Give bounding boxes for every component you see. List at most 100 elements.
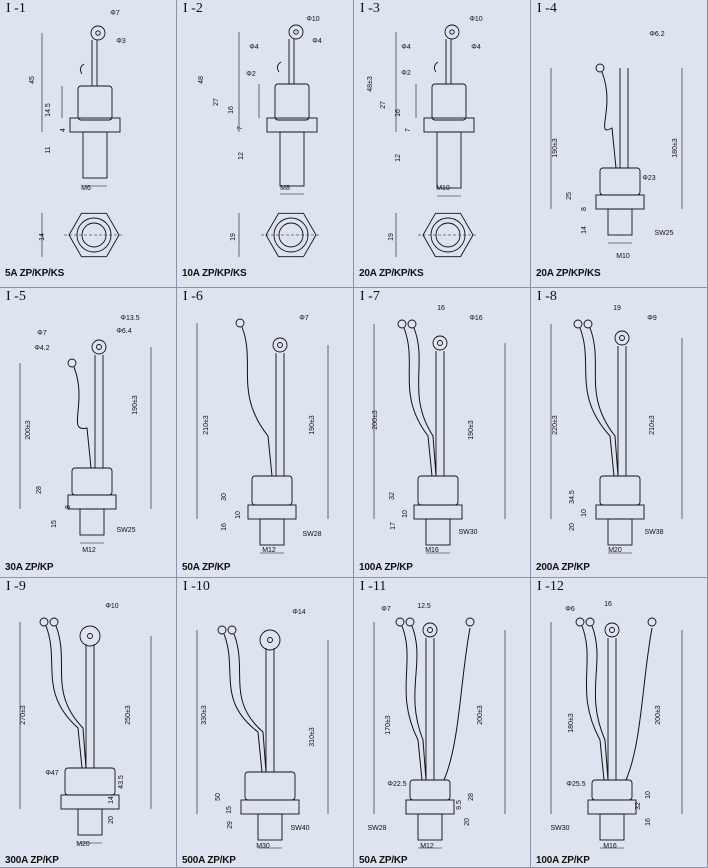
figure-caption: 100A ZP/KP [536, 855, 590, 866]
threaded-stud [436, 131, 462, 189]
terminal-ring [259, 629, 281, 651]
figure-caption: 10A ZP/KP/KS [182, 268, 247, 279]
terminal-ring [91, 339, 107, 355]
dimension-label: 19 [388, 233, 395, 241]
hex-nut [595, 194, 645, 210]
threaded-stud [257, 813, 283, 841]
dimension-label: Φ4.2 [34, 345, 49, 352]
dimension-label: Φ22.5 [387, 781, 406, 788]
figure-id: I -11 [360, 579, 387, 594]
threaded-stud [607, 518, 633, 546]
dimension-label: 12 [238, 152, 245, 160]
dimension-label: 220±3 [552, 415, 559, 435]
dimension-label: Φ7 [299, 315, 309, 322]
threaded-stud [77, 808, 103, 836]
flying-lead [589, 327, 619, 477]
dimension-label: Φ9 [647, 315, 657, 322]
gate-lead [79, 63, 85, 75]
dimension-label: M10 [436, 185, 450, 192]
dimension-label: 190±3 [132, 395, 139, 415]
device-body [417, 475, 459, 506]
dimension-label: M20 [76, 841, 90, 848]
terminal-hole [427, 627, 433, 633]
dimension-label: 20 [464, 818, 471, 826]
flying-lead [591, 625, 609, 781]
hex-nut [247, 504, 297, 520]
threaded-stud [82, 131, 108, 179]
dimension-label: 29 [227, 821, 234, 829]
dimension-label: 8 [65, 505, 72, 509]
threaded-stud [599, 813, 625, 841]
wire-ring [39, 617, 49, 627]
terminal-hole [293, 29, 299, 35]
dimension-label: 270±3 [20, 705, 27, 725]
hex-nut [240, 799, 300, 815]
dimension-label: 190±3 [468, 420, 475, 440]
terminal-hole [267, 637, 273, 643]
dimension-label: 15 [51, 520, 58, 528]
dimension-label: Φ7 [110, 10, 120, 17]
terminal-hole [437, 340, 443, 346]
device-body [409, 779, 451, 801]
dimension-label: Φ10 [306, 16, 319, 23]
hex-nut [67, 494, 117, 510]
dimension-label: 10 [581, 509, 588, 517]
figure-id: I -2 [183, 1, 203, 16]
dimension-label: 4 [60, 128, 67, 132]
dimension-label: 7 [405, 128, 412, 132]
dimension-label: 28 [36, 486, 43, 494]
figure-caption: 300A ZP/KP [5, 855, 59, 866]
dimension-label: 16 [395, 109, 402, 117]
figure-caption: 5A ZP/KP/KS [5, 268, 65, 279]
flying-lead [403, 327, 433, 477]
dimension-label: M6 [81, 185, 91, 192]
dimension-label: Φ4 [312, 38, 322, 45]
dimension-label: M16 [603, 843, 617, 850]
dimension-label: 16 [221, 523, 228, 531]
dimension-label: 14 [108, 796, 115, 804]
hex-nut [587, 799, 637, 815]
dimension-label: Φ14 [292, 609, 305, 616]
dimension-label: Φ10 [105, 603, 118, 610]
dimension-label: Φ23 [642, 175, 655, 182]
dimension-label: Φ4 [471, 44, 481, 51]
dimension-label: Φ13.5 [120, 315, 139, 322]
hex-nut [413, 504, 463, 520]
wire-ring [397, 319, 407, 329]
wire-ring [647, 617, 657, 627]
flying-lead [241, 326, 273, 477]
terminal-ring [90, 25, 106, 41]
flying-lead [401, 625, 423, 781]
dimension-label: 25 [566, 192, 573, 200]
wire-ring [217, 625, 227, 635]
dimension-label: 10 [235, 511, 242, 519]
wire-ring [49, 617, 59, 627]
dimension-label: Φ3 [116, 38, 126, 45]
dimension-label: 210±3 [203, 415, 210, 435]
dimension-label: 14 [581, 226, 588, 234]
wire-ring [67, 358, 77, 368]
dimension-label: M30 [256, 843, 270, 850]
figure-id: I -9 [6, 579, 26, 594]
figure-caption: 20A ZP/KP/KS [536, 268, 601, 279]
dimension-label: SW28 [367, 825, 386, 832]
figure-id: I -3 [360, 1, 380, 16]
figure-id: I -8 [537, 289, 557, 304]
flying-lead [579, 327, 615, 477]
threaded-stud [417, 813, 443, 841]
dimension-label: 16 [437, 305, 445, 312]
device-body [77, 85, 113, 121]
wire-ring [595, 63, 605, 73]
terminal-hole [619, 335, 625, 341]
dimension-label: SW25 [116, 527, 135, 534]
flying-lead [443, 627, 471, 781]
